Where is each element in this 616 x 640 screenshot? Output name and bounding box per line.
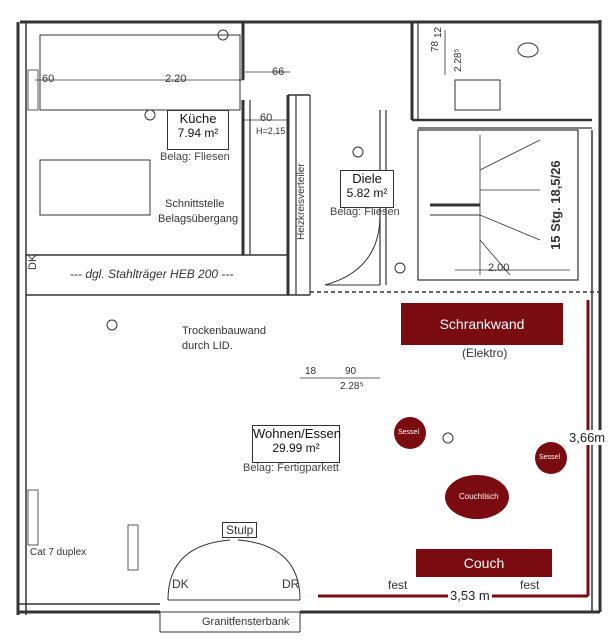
dim-2-00: 2.00 (488, 262, 510, 274)
room-living-name: Wohnen/Essen (253, 426, 341, 441)
coffee-table-shape (445, 475, 509, 519)
dr-bottom-label: DR (282, 577, 300, 591)
coffee-table-label: Couchtisch (459, 492, 499, 501)
dim-2-20: 2.20 (165, 73, 187, 85)
room-hall-box: Diele 5.82 m² (340, 170, 394, 208)
heating-distributor-label: Heizkreisverteiler (296, 163, 307, 240)
drywall-label-2: durch LID. (182, 340, 233, 352)
wardrobe: Schrankwand (401, 303, 563, 345)
room-kitchen-floor: Belag: Fliesen (160, 151, 230, 163)
dim-2-285-b: 2.28⁵ (453, 48, 464, 72)
armchair-2-label: Sessel (539, 454, 561, 461)
room-hall-name: Diele (352, 171, 382, 186)
armchair-1-label: Sessel (398, 429, 420, 436)
dim-h215: H=2,15 (256, 126, 286, 136)
granite-sill-label: Granitfensterbank (202, 616, 290, 628)
room-kitchen-name: Küche (179, 111, 217, 126)
dim-60-b: 60 (260, 112, 273, 124)
couch: Couch (416, 549, 552, 577)
walls (16, 20, 602, 633)
interface-label: Schnittstelle (165, 198, 225, 210)
room-living-area: 29.99 m² (272, 441, 320, 455)
fest-left-label: fest (388, 578, 408, 592)
room-hall-floor: Belag: Fliesen (330, 206, 400, 218)
armchair-1-shape (394, 417, 426, 449)
dim-12: 12 (433, 26, 444, 38)
room-hall-area: 5.82 m² (346, 186, 388, 200)
dim-2-285: 2.28⁵ (340, 381, 364, 392)
cat7-label: Cat 7 duplex (30, 547, 87, 558)
stulp-label: Stulp (222, 522, 258, 538)
dk-left-label: DK (27, 254, 39, 270)
measurement-height: 3,66m (568, 430, 607, 445)
fest-right-label: fest (520, 578, 540, 592)
drywall-label: Trockenbauwand (182, 325, 266, 337)
dim-90: 90 (345, 366, 357, 377)
room-living-box: Wohnen/Essen 29.99 m² (252, 425, 341, 463)
measurement-width: 3,53 m (448, 588, 492, 603)
dim-60-a: 60 (42, 73, 55, 85)
dim-78: 78 (430, 40, 441, 52)
stairs-label: 15 Stg. 18,5/26 (548, 160, 563, 250)
room-kitchen-box: Küche 7.94 m² (167, 110, 229, 150)
dim-18: 18 (305, 366, 317, 377)
floor-transition-label: Belagsübergang (158, 213, 239, 225)
dk-bottom-label: DK (172, 577, 189, 591)
armchair-2-shape (535, 442, 567, 474)
room-kitchen-area: 7.94 m² (177, 126, 219, 140)
beam-label: --- dgl. Stahlträger HEB 200 --- (70, 267, 234, 281)
dim-66: 66 (272, 66, 285, 78)
room-living-floor: Belag: Fertigparkett (243, 462, 339, 474)
elektro-label: (Elektro) (462, 346, 508, 360)
